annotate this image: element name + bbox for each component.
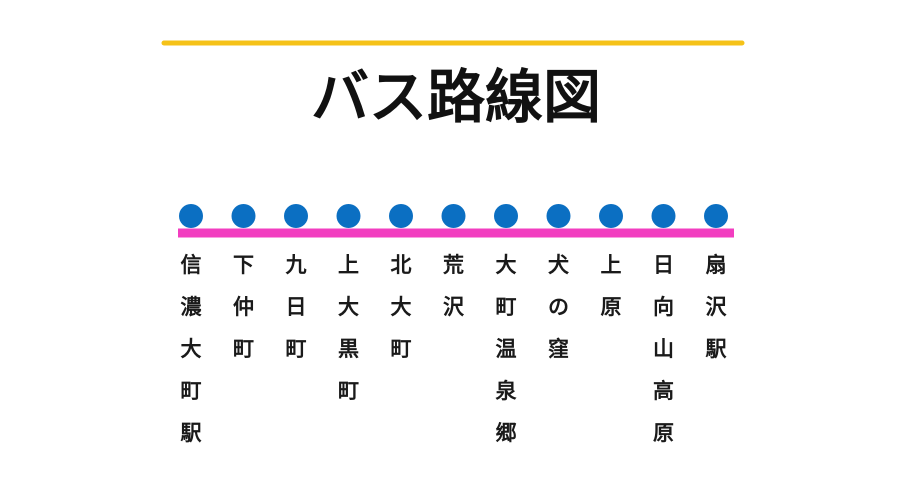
stop-name: 犬の窪 <box>548 253 570 361</box>
stop-marker <box>599 204 623 228</box>
stop-name: 日向山高原 <box>653 253 674 445</box>
stop-marker <box>441 204 466 228</box>
stop-name: 扇沢駅 <box>706 253 728 361</box>
bus-stop: 上原 <box>599 204 623 319</box>
bus-stop: 北大町 <box>389 204 413 361</box>
bus-stop: 下仲町 <box>231 204 256 361</box>
bus-stop: 荒沢 <box>441 204 466 319</box>
stop-name: 下仲町 <box>233 253 254 361</box>
stop-name: 九日町 <box>285 253 307 361</box>
stop-marker <box>704 204 728 228</box>
stop-name: 北大町 <box>391 253 412 361</box>
stop-name: 荒沢 <box>443 253 465 319</box>
stop-marker <box>546 204 571 228</box>
bus-stop: 上大黒町 <box>336 204 361 403</box>
bus-stop: 大町温泉郷 <box>494 204 518 445</box>
bus-stops: 信濃大町駅 下仲町 九日町 上大黒町 北大町 荒沢 大町温泉郷 犬の窪 上原 日向山高原 扇沢駅 <box>179 204 728 445</box>
stop-marker <box>651 204 676 228</box>
stop-marker <box>336 204 361 228</box>
bus-stop: 犬の窪 <box>546 204 571 361</box>
bus-stop: 日向山高原 <box>651 204 676 445</box>
stop-marker <box>284 204 308 228</box>
bus-stop: 信濃大町駅 <box>179 204 203 445</box>
bus-stop: 扇沢駅 <box>704 204 728 361</box>
stop-marker <box>179 204 203 228</box>
page-title: バス路線図 <box>311 63 601 131</box>
stop-name: 大町温泉郷 <box>496 253 518 445</box>
stop-name: 上大黒町 <box>338 253 359 403</box>
stop-marker <box>389 204 413 228</box>
bus-stop: 九日町 <box>284 204 308 361</box>
stop-marker <box>231 204 256 228</box>
stop-marker <box>494 204 518 228</box>
stop-name: 信濃大町駅 <box>181 253 203 445</box>
stop-name: 上原 <box>601 253 622 319</box>
